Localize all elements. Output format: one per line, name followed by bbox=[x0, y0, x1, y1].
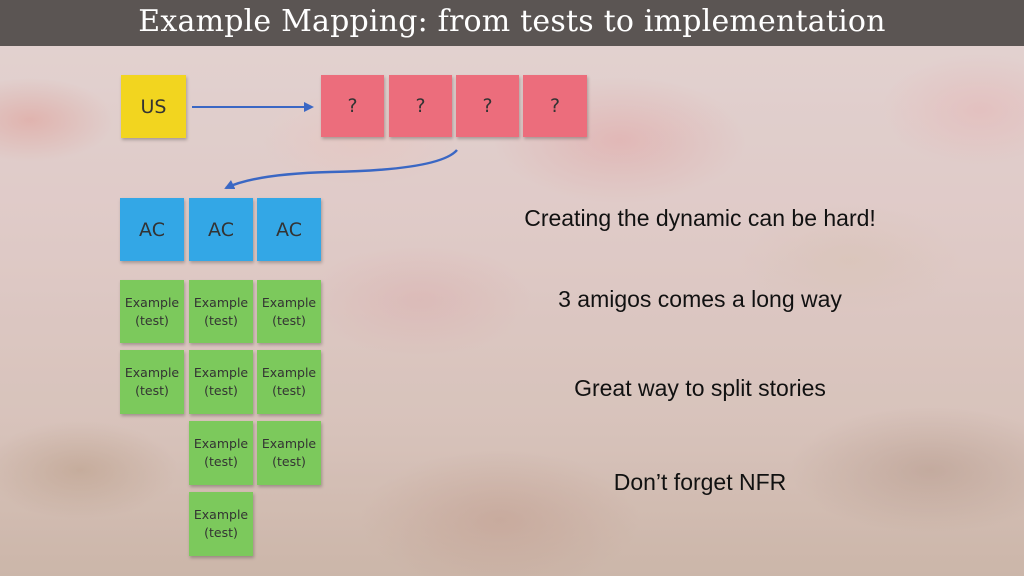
question-note: ? bbox=[456, 75, 519, 137]
question-note: ? bbox=[321, 75, 384, 137]
example-note: Example (test) bbox=[189, 421, 253, 485]
question-note: ? bbox=[389, 75, 452, 137]
example-note: Example (test) bbox=[189, 492, 253, 556]
acceptance-criteria-note: AC bbox=[257, 198, 321, 261]
slide-title: Example Mapping: from tests to implement… bbox=[138, 4, 886, 39]
statement-split-stories: Great way to split stories bbox=[574, 375, 826, 401]
title-bar: Example Mapping: from tests to implement… bbox=[0, 0, 1024, 46]
example-note: Example (test) bbox=[189, 350, 253, 414]
example-note: Example (test) bbox=[257, 421, 321, 485]
statement-dynamic: Creating the dynamic can be hard! bbox=[524, 205, 876, 231]
example-note: Example (test) bbox=[189, 280, 253, 343]
example-note: Example (test) bbox=[120, 280, 184, 343]
acceptance-criteria-note: AC bbox=[189, 198, 253, 261]
statement-three-amigos: 3 amigos comes a long way bbox=[558, 286, 842, 312]
example-note: Example (test) bbox=[257, 280, 321, 343]
example-note: Example (test) bbox=[257, 350, 321, 414]
question-note: ? bbox=[523, 75, 587, 137]
example-note: Example (test) bbox=[120, 350, 184, 414]
statement-nfr: Don’t forget NFR bbox=[613, 469, 787, 495]
acceptance-criteria-note: AC bbox=[120, 198, 184, 261]
arrow-questions-to-ac bbox=[224, 149, 458, 190]
user-story-note: US bbox=[121, 75, 186, 138]
